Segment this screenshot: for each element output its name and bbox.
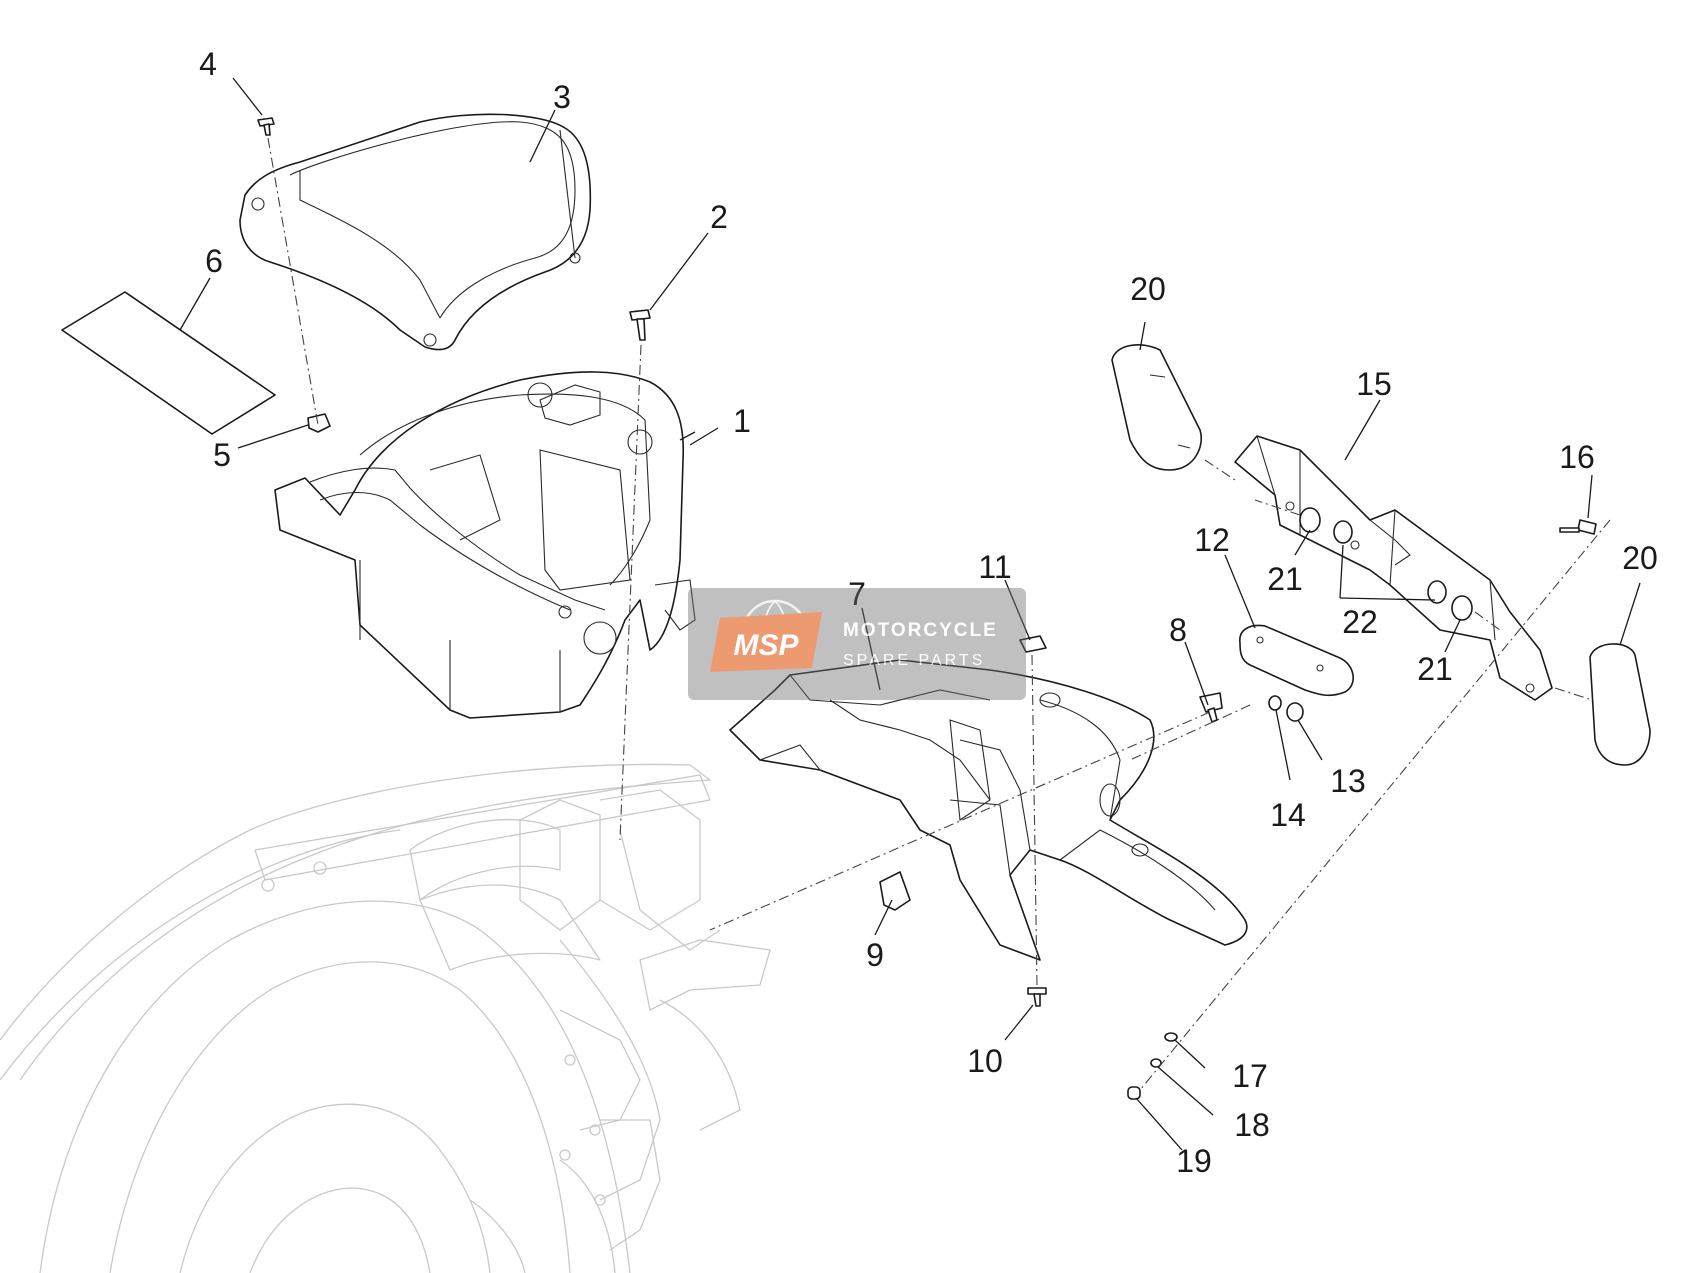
callout-4: 4 xyxy=(199,46,217,82)
callout-20-upper: 20 xyxy=(1130,271,1166,307)
callout-7: 7 xyxy=(848,576,866,612)
callout-2: 2 xyxy=(710,199,728,235)
part-7-rear-mudguard xyxy=(729,659,1248,961)
callout-12: 12 xyxy=(1194,522,1230,558)
callout-21-right: 21 xyxy=(1417,651,1453,687)
callout-17: 17 xyxy=(1232,1058,1268,1094)
part-15-plate-bracket xyxy=(1234,435,1553,701)
callout-20-lower: 20 xyxy=(1622,540,1658,576)
part-6-label-sticker xyxy=(61,291,276,435)
callout-19: 19 xyxy=(1176,1143,1212,1179)
callout-9: 9 xyxy=(866,937,884,973)
msp-watermark: MSP MOTORCYCLE SPARE PARTS xyxy=(688,588,1026,700)
callout-6: 6 xyxy=(205,243,223,279)
callout-3: 3 xyxy=(553,79,571,115)
watermark-logo: MSP xyxy=(733,629,799,662)
callout-21-left: 21 xyxy=(1267,561,1303,597)
callout-5: 5 xyxy=(213,437,231,473)
callout-15: 15 xyxy=(1356,366,1392,402)
watermark-line2: SPARE PARTS xyxy=(843,652,985,669)
callout-22: 22 xyxy=(1342,604,1378,640)
part-1-helmet-compartment xyxy=(274,371,696,719)
hardware-screws xyxy=(257,117,1597,1007)
assembly-axis-lines xyxy=(267,137,1611,1091)
part-12-reflector-strip xyxy=(1239,624,1354,697)
part-3-storage-lid xyxy=(239,113,592,351)
callout-leader-lines xyxy=(179,77,1641,1151)
callout-8: 8 xyxy=(1169,612,1187,648)
callout-10: 10 xyxy=(967,1043,1003,1079)
callout-16: 16 xyxy=(1559,439,1595,475)
callout-13: 13 xyxy=(1330,763,1366,799)
callout-14: 14 xyxy=(1270,797,1306,833)
callout-18: 18 xyxy=(1234,1107,1270,1143)
callout-numbers: 1 2 3 4 5 6 7 8 9 10 11 12 13 14 15 16 1… xyxy=(199,46,1658,1179)
hardware-washers-nuts xyxy=(1127,507,1473,1100)
callout-11: 11 xyxy=(978,549,1011,585)
part-20-reflector-upper xyxy=(1111,344,1202,471)
scooter-frame-outline xyxy=(0,763,771,1273)
callout-1: 1 xyxy=(733,403,751,439)
part-20-reflector-lower xyxy=(1589,643,1651,766)
watermark-line1: MOTORCYCLE xyxy=(843,620,998,641)
